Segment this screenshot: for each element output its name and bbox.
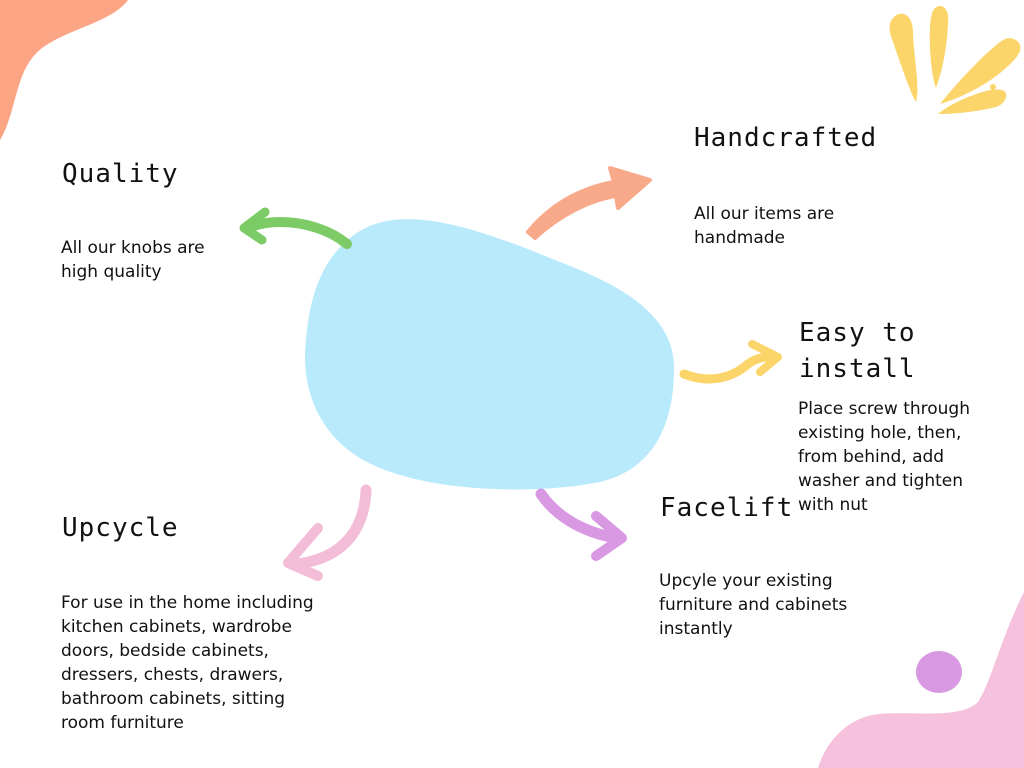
corner-blob-top-left (0, 0, 128, 140)
upcycle-arrow (283, 484, 372, 581)
install-arrow (679, 340, 782, 384)
handcrafted-arrow (526, 166, 652, 240)
install-line: Place screw through (798, 399, 970, 419)
corner-blob-bottom-right (818, 592, 1024, 768)
facelift-line: furniture and cabinets (659, 595, 848, 615)
install-description: Place screw through existing hole, then,… (798, 397, 970, 517)
facelift-description: Upcyle your existing furniture and cabin… (659, 569, 847, 641)
facelift-line: instantly (659, 619, 733, 639)
decorative-dot (916, 651, 962, 693)
upcycle-title: Upcycle (62, 513, 179, 543)
quality-line: high quality (61, 262, 162, 282)
install-title: Easy to install (799, 315, 916, 387)
quality-arrow (239, 207, 352, 249)
handcrafted-line: All our items are (694, 204, 835, 224)
upcycle-description: For use in the home including kitchen ca… (61, 591, 314, 735)
handcrafted-line: handmade (694, 228, 785, 248)
quality-line: All our knobs are (61, 238, 205, 258)
handcrafted-description: All our items are handmade (694, 202, 834, 250)
handcrafted-title: Handcrafted (694, 123, 878, 153)
quality-description: All our knobs are high quality (61, 236, 205, 284)
center-blob (304, 219, 675, 490)
upcycle-line: For use in the home including (61, 593, 314, 613)
install-line: with nut (798, 495, 868, 515)
facelift-line: Upcyle your existing (659, 571, 833, 591)
upcycle-line: dressers, chests, drawers, (61, 665, 284, 685)
facelift-title: Facelift (660, 493, 794, 523)
facelift-arrow (535, 488, 627, 561)
install-line: washer and tighten (798, 471, 964, 491)
upcycle-line: room furniture (61, 713, 184, 733)
install-line: existing hole, then, (798, 423, 962, 443)
install-line: from behind, add (798, 447, 945, 467)
install-title-line: Easy to (799, 318, 916, 348)
upcycle-line: kitchen cabinets, wardrobe (61, 617, 292, 637)
quality-title: Quality (62, 159, 179, 189)
splash-decoration (889, 5, 1021, 114)
upcycle-line: doors, bedside cabinets, (61, 641, 269, 661)
install-title-line: install (799, 354, 916, 384)
upcycle-line: bathroom cabinets, sitting (61, 689, 286, 709)
